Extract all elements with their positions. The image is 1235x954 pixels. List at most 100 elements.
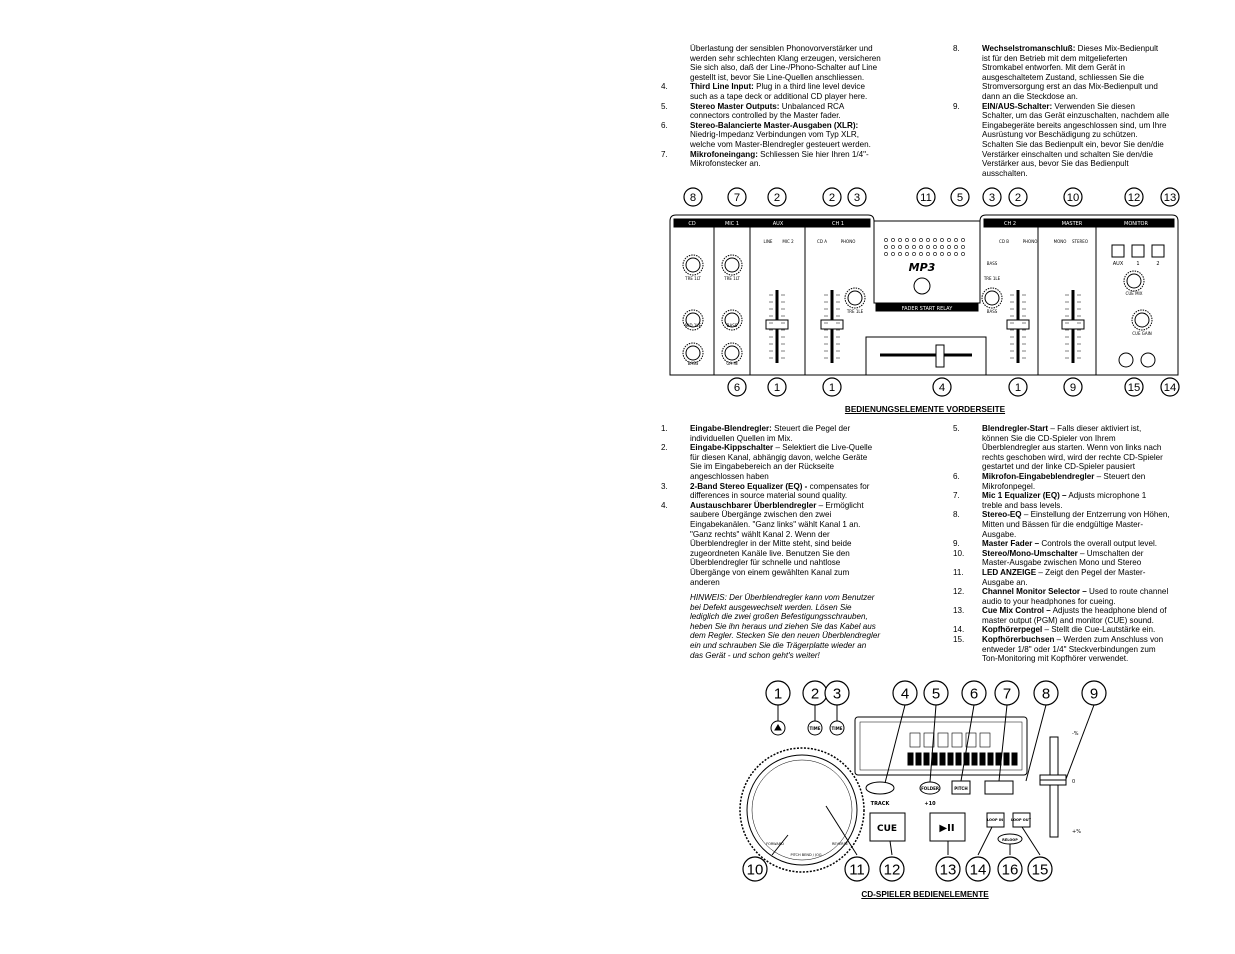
callout-number: 2 <box>1008 187 1028 207</box>
callout-number: 14 <box>1160 377 1180 397</box>
item-text: Schliessen Sie hier Ihren 1/4"- <box>757 149 869 159</box>
list-item: 1.Eingabe-Blendregler: Steuert die Pegel… <box>661 424 936 443</box>
cd-button-label: RELOOP <box>1002 838 1018 842</box>
svg-text:5: 5 <box>932 685 940 702</box>
svg-text:1: 1 <box>774 685 782 702</box>
cd-button-label: ▶II <box>939 823 954 834</box>
item-text-line: Überblendregler für schnelle und nahtlos… <box>690 558 841 568</box>
item-text-line: anderen <box>690 577 720 587</box>
item-number: 4. <box>661 82 668 92</box>
cd-caption: CD-SPIELER BEDIENELEMENTE <box>861 890 989 899</box>
text-line: werden sehr schlechten Klang erzeugen, v… <box>690 53 881 63</box>
callout-number: 4 <box>932 377 952 397</box>
item-number: 8. <box>953 44 960 53</box>
knob-label: CUE GAIN <box>1132 331 1152 336</box>
top-left-text: Überlastung der sensiblen Phonovorverstä… <box>661 44 931 169</box>
strip-header: CH 2 <box>1004 221 1016 227</box>
callout-number: 14 <box>965 856 991 882</box>
callout-number: 2 <box>822 187 842 207</box>
item-text-line: Schalter, um das Gerät einzuschalten, na… <box>982 111 1170 121</box>
svg-text:4: 4 <box>901 685 909 702</box>
item-list: 1.Eingabe-Blendregler: Steuert die Pegel… <box>661 424 936 587</box>
svg-text:3: 3 <box>854 192 860 204</box>
text-line: Überlastung der sensiblen Phonovorverstä… <box>690 44 873 53</box>
callout-number: 7 <box>727 187 747 207</box>
item-text-line: Schalten Sie das Bedienpult ein, bevor S… <box>982 139 1164 149</box>
item-text: Adjusts the headphone blend of <box>1050 606 1167 616</box>
knob-label: BASS <box>688 361 699 366</box>
knob-label: CUE MIX <box>1126 291 1143 296</box>
callout-number: 15 <box>1027 856 1053 882</box>
svg-text:6: 6 <box>734 382 740 394</box>
bottom-left-text: 1.Eingabe-Blendregler: Steuert die Pegel… <box>661 424 936 660</box>
item-text-line: Mikrofonpegel. <box>982 481 1036 491</box>
item-text-line: Stromversorgung erst an das Mix-Bedienpu… <box>982 82 1158 92</box>
callout-number: 13 <box>1160 187 1180 207</box>
item-number: 10. <box>953 548 965 558</box>
svg-text:1: 1 <box>774 382 780 394</box>
svg-text:11: 11 <box>849 861 865 878</box>
callout-number: 12 <box>879 856 905 882</box>
svg-text:9: 9 <box>1090 685 1098 702</box>
knob-label: BASS <box>987 261 998 266</box>
item-text-line: Master-Ausgabe zwischen Mono und Stereo <box>982 558 1142 568</box>
item-title: Austauschbarer Überblendregler <box>690 500 817 510</box>
svg-text:1: 1 <box>1015 382 1021 394</box>
item-number: 1. <box>661 424 668 433</box>
callout-number: 11 <box>916 187 936 207</box>
svg-text:13: 13 <box>1164 192 1177 204</box>
item-text-line: Mitten und Bässen für die endgültige Mas… <box>982 519 1144 529</box>
callout-number: 1 <box>765 680 791 706</box>
svg-text:10: 10 <box>747 861 764 878</box>
item-title: LED ANZEIGE <box>982 567 1037 577</box>
item-title: EIN/AUS-Schalter: <box>982 101 1053 111</box>
strip-header: CH 1 <box>832 221 844 227</box>
svg-text:5: 5 <box>957 192 963 204</box>
callout-number: 5 <box>923 680 949 706</box>
svg-text:3: 3 <box>833 685 841 702</box>
item-text-line: master output (PGM) and monitor (CUE) so… <box>982 615 1154 625</box>
cd-button-label: +10 <box>924 801 936 807</box>
cd-button-label: LOOP OUT <box>1011 818 1032 822</box>
item-text-line: Ton-Monitoring mit Kopfhörer verwendet. <box>982 654 1129 664</box>
cd-button-label: LOOP IN <box>987 818 1003 822</box>
jog-wheel-label: PITCH BEND / JOG <box>790 853 821 857</box>
svg-text:2: 2 <box>829 192 835 204</box>
strip-header: MIC 1 <box>725 221 739 227</box>
bottom-right-text: 5.Blendregler-Start – Falls dieser aktiv… <box>953 424 1198 664</box>
item-number: 2. <box>661 443 668 453</box>
item-text-line: "Ganz rechts" wählt Kanal 2. Wenn der <box>690 529 830 539</box>
item-text-line: individuellen Quellen im Mix. <box>690 433 793 443</box>
list-item: 10.Stereo/Mono-Umschalter – Umschalten d… <box>953 549 1198 568</box>
item-text-line: dann an die Steckdose an. <box>982 91 1078 101</box>
svg-text:14: 14 <box>970 861 987 878</box>
item-text: Steuert die Pegel der <box>771 424 851 433</box>
switch-label: CD A <box>817 239 827 244</box>
svg-text:11: 11 <box>920 192 932 204</box>
item-list: 4.Third Line Input: Plug in a third line… <box>661 82 931 168</box>
item-title: Cue Mix Control – <box>982 606 1051 616</box>
jog-wheel-label: REVERSE <box>832 842 848 846</box>
cd-button-label: TRACK <box>871 801 891 807</box>
item-number: 7. <box>661 149 668 159</box>
list-item: 4.Austauschbarer Überblendregler – Ermög… <box>661 501 936 587</box>
svg-text:10: 10 <box>1067 192 1080 204</box>
knob-label: BASS <box>987 309 998 314</box>
item-text-line: such as a tape deck or additional CD pla… <box>690 91 868 101</box>
callout-number: 7 <box>994 680 1020 706</box>
item-text-line: angeschlossen haben <box>690 471 769 481</box>
list-item: 4.Third Line Input: Plug in a third line… <box>661 82 931 101</box>
mixer-caption: BEDIENUNGSELEMENTE VORDERSEITE <box>844 405 1006 414</box>
item-text-line: ausgeschaltetem Zustand, schliessen Sie … <box>982 72 1144 82</box>
item-text-line: Mikrofonstecker an. <box>690 159 761 169</box>
callout-number: 8 <box>683 187 703 207</box>
item-text: Verwenden Sie diesen <box>1052 101 1135 111</box>
switch-label: MONO <box>1054 239 1067 244</box>
item-number: 12. <box>953 587 965 597</box>
cd-button-label: FOLDER <box>921 786 939 791</box>
callout-number: 2 <box>802 680 828 706</box>
svg-text:8: 8 <box>1042 685 1050 702</box>
svg-text:16: 16 <box>1002 861 1019 878</box>
strip-header: CD <box>688 221 695 227</box>
svg-text:1: 1 <box>829 382 835 394</box>
